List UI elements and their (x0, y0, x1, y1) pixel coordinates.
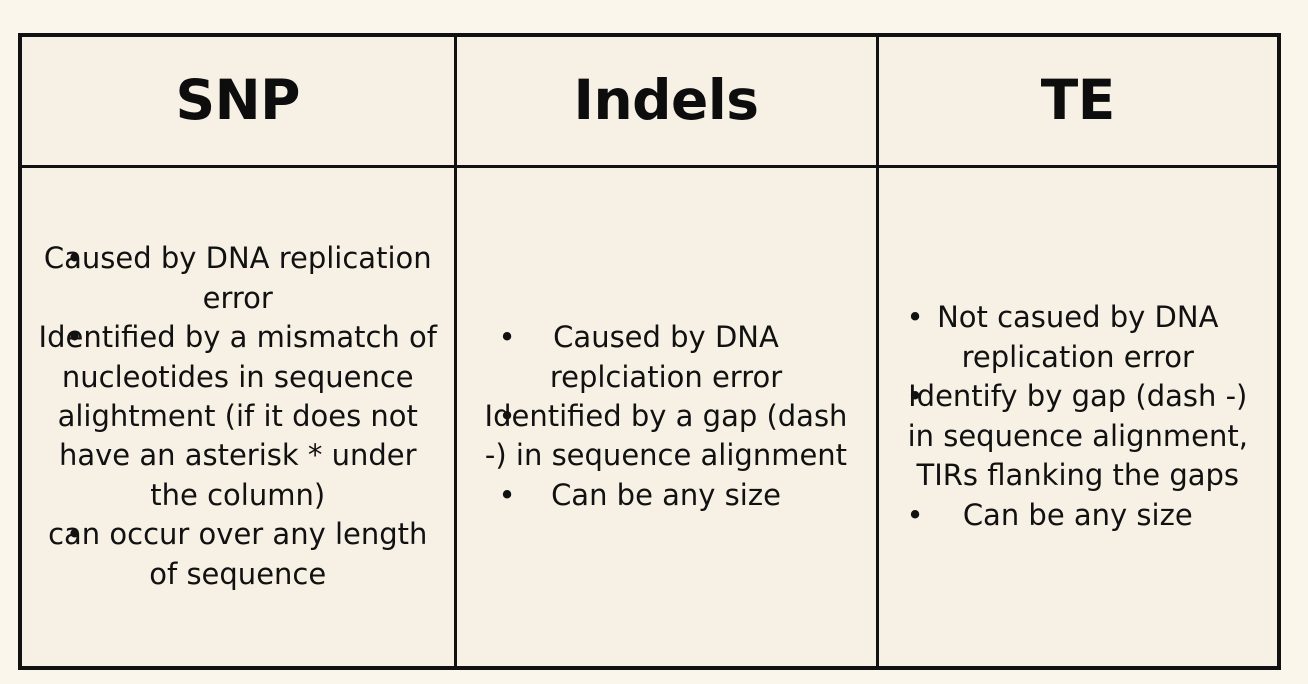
table-body: •Caused by DNA replication error•Identif… (18, 164, 1281, 670)
list-item: • Can be any size (895, 496, 1262, 535)
column-header-indels: Indels (453, 33, 879, 168)
cell-te: •Not casued by DNA replication error•Ide… (875, 164, 1281, 670)
variant-comparison-table: SNP Indels TE •Caused by DNA replication… (18, 33, 1281, 670)
list-item-text: Identified by a gap (dash -) in sequence… (484, 399, 848, 473)
bullet-icon: • (906, 379, 924, 414)
bullet-icon: • (906, 497, 924, 532)
list-item: •Identified by a mismatch of nucleotides… (36, 318, 440, 515)
column-header-te: TE (875, 33, 1281, 168)
list-item-text: Can be any size (551, 477, 781, 512)
cell-snp: •Caused by DNA replication error•Identif… (18, 164, 457, 670)
bullet-list-snp: •Caused by DNA replication error•Identif… (22, 239, 454, 594)
bullet-icon: • (906, 300, 924, 335)
column-header-snp: SNP (18, 33, 457, 168)
bullet-icon: • (66, 320, 84, 355)
list-item: •can occur over any length of sequence (36, 515, 440, 594)
bullet-icon: • (66, 517, 84, 552)
list-item-text: can occur over any length of sequence (48, 517, 428, 591)
list-item-text: Identified by a mismatch of nucleotides … (38, 320, 437, 512)
bullet-icon: • (498, 320, 516, 355)
list-item: • Can be any size (475, 476, 858, 515)
list-item-text: Caused by DNA replciation error (549, 320, 783, 394)
list-item: •Caused by DNA replication error (36, 239, 440, 318)
list-item-text: Can be any size (962, 497, 1193, 532)
column-header-label-te: TE (1040, 68, 1116, 133)
list-item: •Identify by gap (dash -) in sequence al… (895, 377, 1262, 495)
list-item-text: Not casued by DNA replication error (937, 300, 1219, 374)
list-item-text: Identify by gap (dash -) in sequence ali… (907, 379, 1248, 493)
bullet-list-te: •Not casued by DNA replication error•Ide… (879, 298, 1278, 535)
list-item-text: Caused by DNA replication error (43, 241, 432, 315)
cell-indels: •Caused by DNA replciation error•Identif… (453, 164, 879, 670)
table-body-row: •Caused by DNA replication error•Identif… (18, 164, 1281, 670)
bullet-icon: • (498, 477, 516, 512)
comparison-table-container: SNP Indels TE •Caused by DNA replication… (18, 33, 1281, 670)
table-header: SNP Indels TE (18, 33, 1281, 168)
bullet-list-indels: •Caused by DNA replciation error•Identif… (457, 318, 876, 515)
list-item: • Not casued by DNA replication error (895, 298, 1262, 377)
column-header-label-snp: SNP (175, 68, 301, 133)
table-header-row: SNP Indels TE (18, 33, 1281, 168)
bullet-icon: • (66, 241, 84, 276)
column-header-label-indels: Indels (573, 68, 759, 133)
bullet-icon: • (498, 399, 516, 434)
list-item: •Identified by a gap (dash -) in sequenc… (475, 397, 858, 476)
list-item: • Caused by DNA replciation error (475, 318, 858, 397)
